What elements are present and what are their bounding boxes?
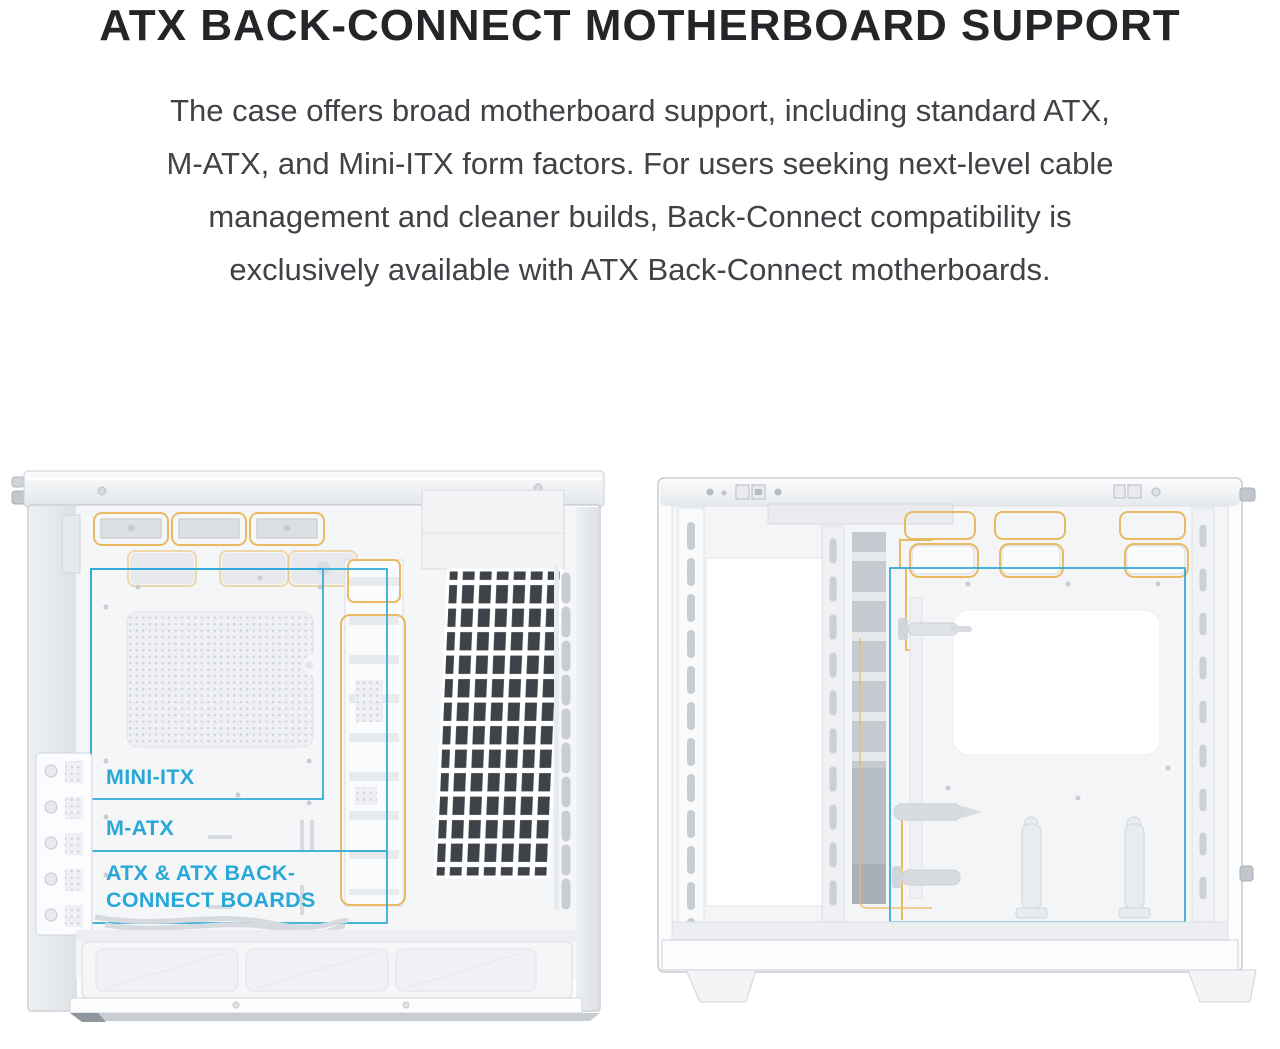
rear-base-and-feet: [661, 921, 1257, 1003]
label-atx-back-connect: ATX & ATX BACK-CONNECT BOARDS: [106, 861, 316, 912]
top-io-cutouts: [706, 484, 1161, 525]
cable-combs: [1015, 816, 1151, 919]
body-text-line-3: management and cleaner builds, Back-Conn…: [208, 199, 1072, 234]
right-frame-column: [1191, 507, 1215, 923]
label-mini-itx: MINI-ITX: [106, 765, 195, 789]
cable-bracket-column: [340, 559, 406, 907]
body-text-line-1: The case offers broad motherboard suppor…: [170, 93, 1110, 128]
body-text-line-4: exclusively available with ATX Back-Conn…: [229, 252, 1051, 287]
case-rear-cable-art: [657, 477, 1257, 1003]
case-side-interior-art: [11, 470, 605, 1022]
standoff-screws: [103, 575, 323, 878]
mesh-panel: [126, 611, 325, 748]
mini-itx-outline: [90, 568, 324, 800]
body-text-line-2: M-ATX, and Mini-ITX form factors. For us…: [166, 146, 1114, 181]
tray-slot-details: [208, 820, 314, 915]
bottom-cables: [94, 914, 350, 936]
rear-cable-cutouts-highlight: [904, 511, 1189, 578]
section-title: ATX BACK-CONNECT MOTHERBOARD SUPPORT: [99, 1, 1181, 50]
inner-slot-column: [821, 525, 845, 931]
rear-thumbscrew-knobs: [1239, 487, 1256, 882]
body-text: The case offers broad motherboard suppor…: [0, 84, 1280, 296]
bottom-fan-tray: [69, 930, 600, 1022]
vent-grille: [421, 489, 571, 918]
side-panel-window: [705, 557, 823, 907]
ladder-bracket: [852, 532, 886, 904]
left-slot-column: [677, 507, 705, 961]
top-cable-cutouts-highlight: [93, 512, 325, 546]
case-side-interior-figure: MINI-ITX M-ATX ATX & ATX BACK-CONNECT BO…: [10, 465, 620, 1049]
label-m-atx: M-ATX: [106, 816, 174, 840]
cpu-cutout: [952, 609, 1161, 756]
case-rear-cable-figure: [648, 468, 1280, 1049]
cable-straps: [892, 597, 982, 899]
pci-slot-bracket: [35, 752, 93, 936]
rear-screws: [945, 581, 1171, 801]
